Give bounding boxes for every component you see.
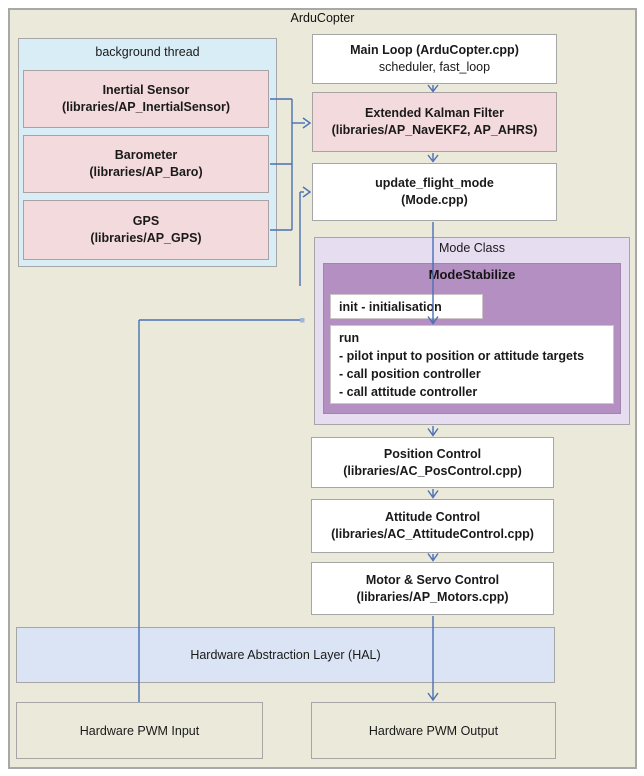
box-subtitle: (libraries/AP_Baro) (89, 165, 203, 179)
box-hardware-pwm-output: Hardware PWM Output (311, 702, 556, 759)
box-title: Main Loop (ArduCopter.cpp) (350, 43, 519, 57)
box-init: init - initialisation (330, 294, 483, 319)
box-title: Position Control (383, 446, 482, 461)
box-title: GPS (132, 214, 160, 228)
box-hal: Hardware Abstraction Layer (HAL) (16, 627, 555, 683)
box-barometer: Barometer (libraries/AP_Baro) (23, 135, 269, 193)
box-title: Attitude Control (384, 510, 481, 524)
box-title: Extended Kalman Filter (365, 106, 504, 120)
run-title: run (339, 331, 360, 345)
box-motor-servo-control: Motor & Servo Control (libraries/AP_Moto… (311, 562, 554, 615)
box-subtitle: (libraries/AC_AttitudeControl.cpp) (331, 527, 534, 541)
box-title: Motor & Servo Control (365, 572, 500, 587)
box-title: Inertial Sensor (102, 83, 190, 97)
box-update-flight-mode: update_flight_mode (Mode.cpp) (312, 163, 557, 221)
run-item: - call attitude controller (339, 385, 478, 399)
run-item: - pilot input to position or attitude ta… (339, 349, 585, 363)
run-item: - call position controller (339, 367, 481, 381)
box-subtitle: (libraries/AP_NavEKF2, AP_AHRS) (331, 123, 538, 137)
box-subtitle: (Mode.cpp) (401, 193, 468, 207)
box-main-loop: Main Loop (ArduCopter.cpp) scheduler, fa… (312, 34, 557, 84)
mode-class-label: Mode Class (439, 241, 505, 255)
box-subtitle: scheduler, fast_loop (378, 60, 491, 74)
mode-stabilize-title: ModeStabilize (428, 267, 516, 282)
box-subtitle: (libraries/AP_GPS) (90, 231, 202, 245)
box-inertial-sensor: Inertial Sensor (libraries/AP_InertialSe… (23, 70, 269, 128)
box-run: run - pilot input to position or attitud… (330, 325, 614, 404)
box-subtitle: (libraries/AP_Motors.cpp) (356, 589, 509, 604)
box-attitude-control: Attitude Control (libraries/AC_AttitudeC… (311, 499, 554, 553)
box-position-control: Position Control (libraries/AC_PosContro… (311, 437, 554, 488)
box-hardware-pwm-input: Hardware PWM Input (16, 702, 263, 759)
diagram-title: ArduCopter (290, 11, 355, 25)
box-gps: GPS (libraries/AP_GPS) (23, 200, 269, 260)
box-subtitle: (libraries/AP_InertialSensor) (61, 100, 231, 114)
box-extended-kalman-filter: Extended Kalman Filter (libraries/AP_Nav… (312, 92, 557, 152)
box-title: update_flight_mode (375, 176, 494, 190)
box-subtitle: (libraries/AC_PosControl.cpp) (343, 463, 522, 478)
box-title: Barometer (114, 148, 178, 162)
background-thread-label: background thread (95, 45, 200, 59)
